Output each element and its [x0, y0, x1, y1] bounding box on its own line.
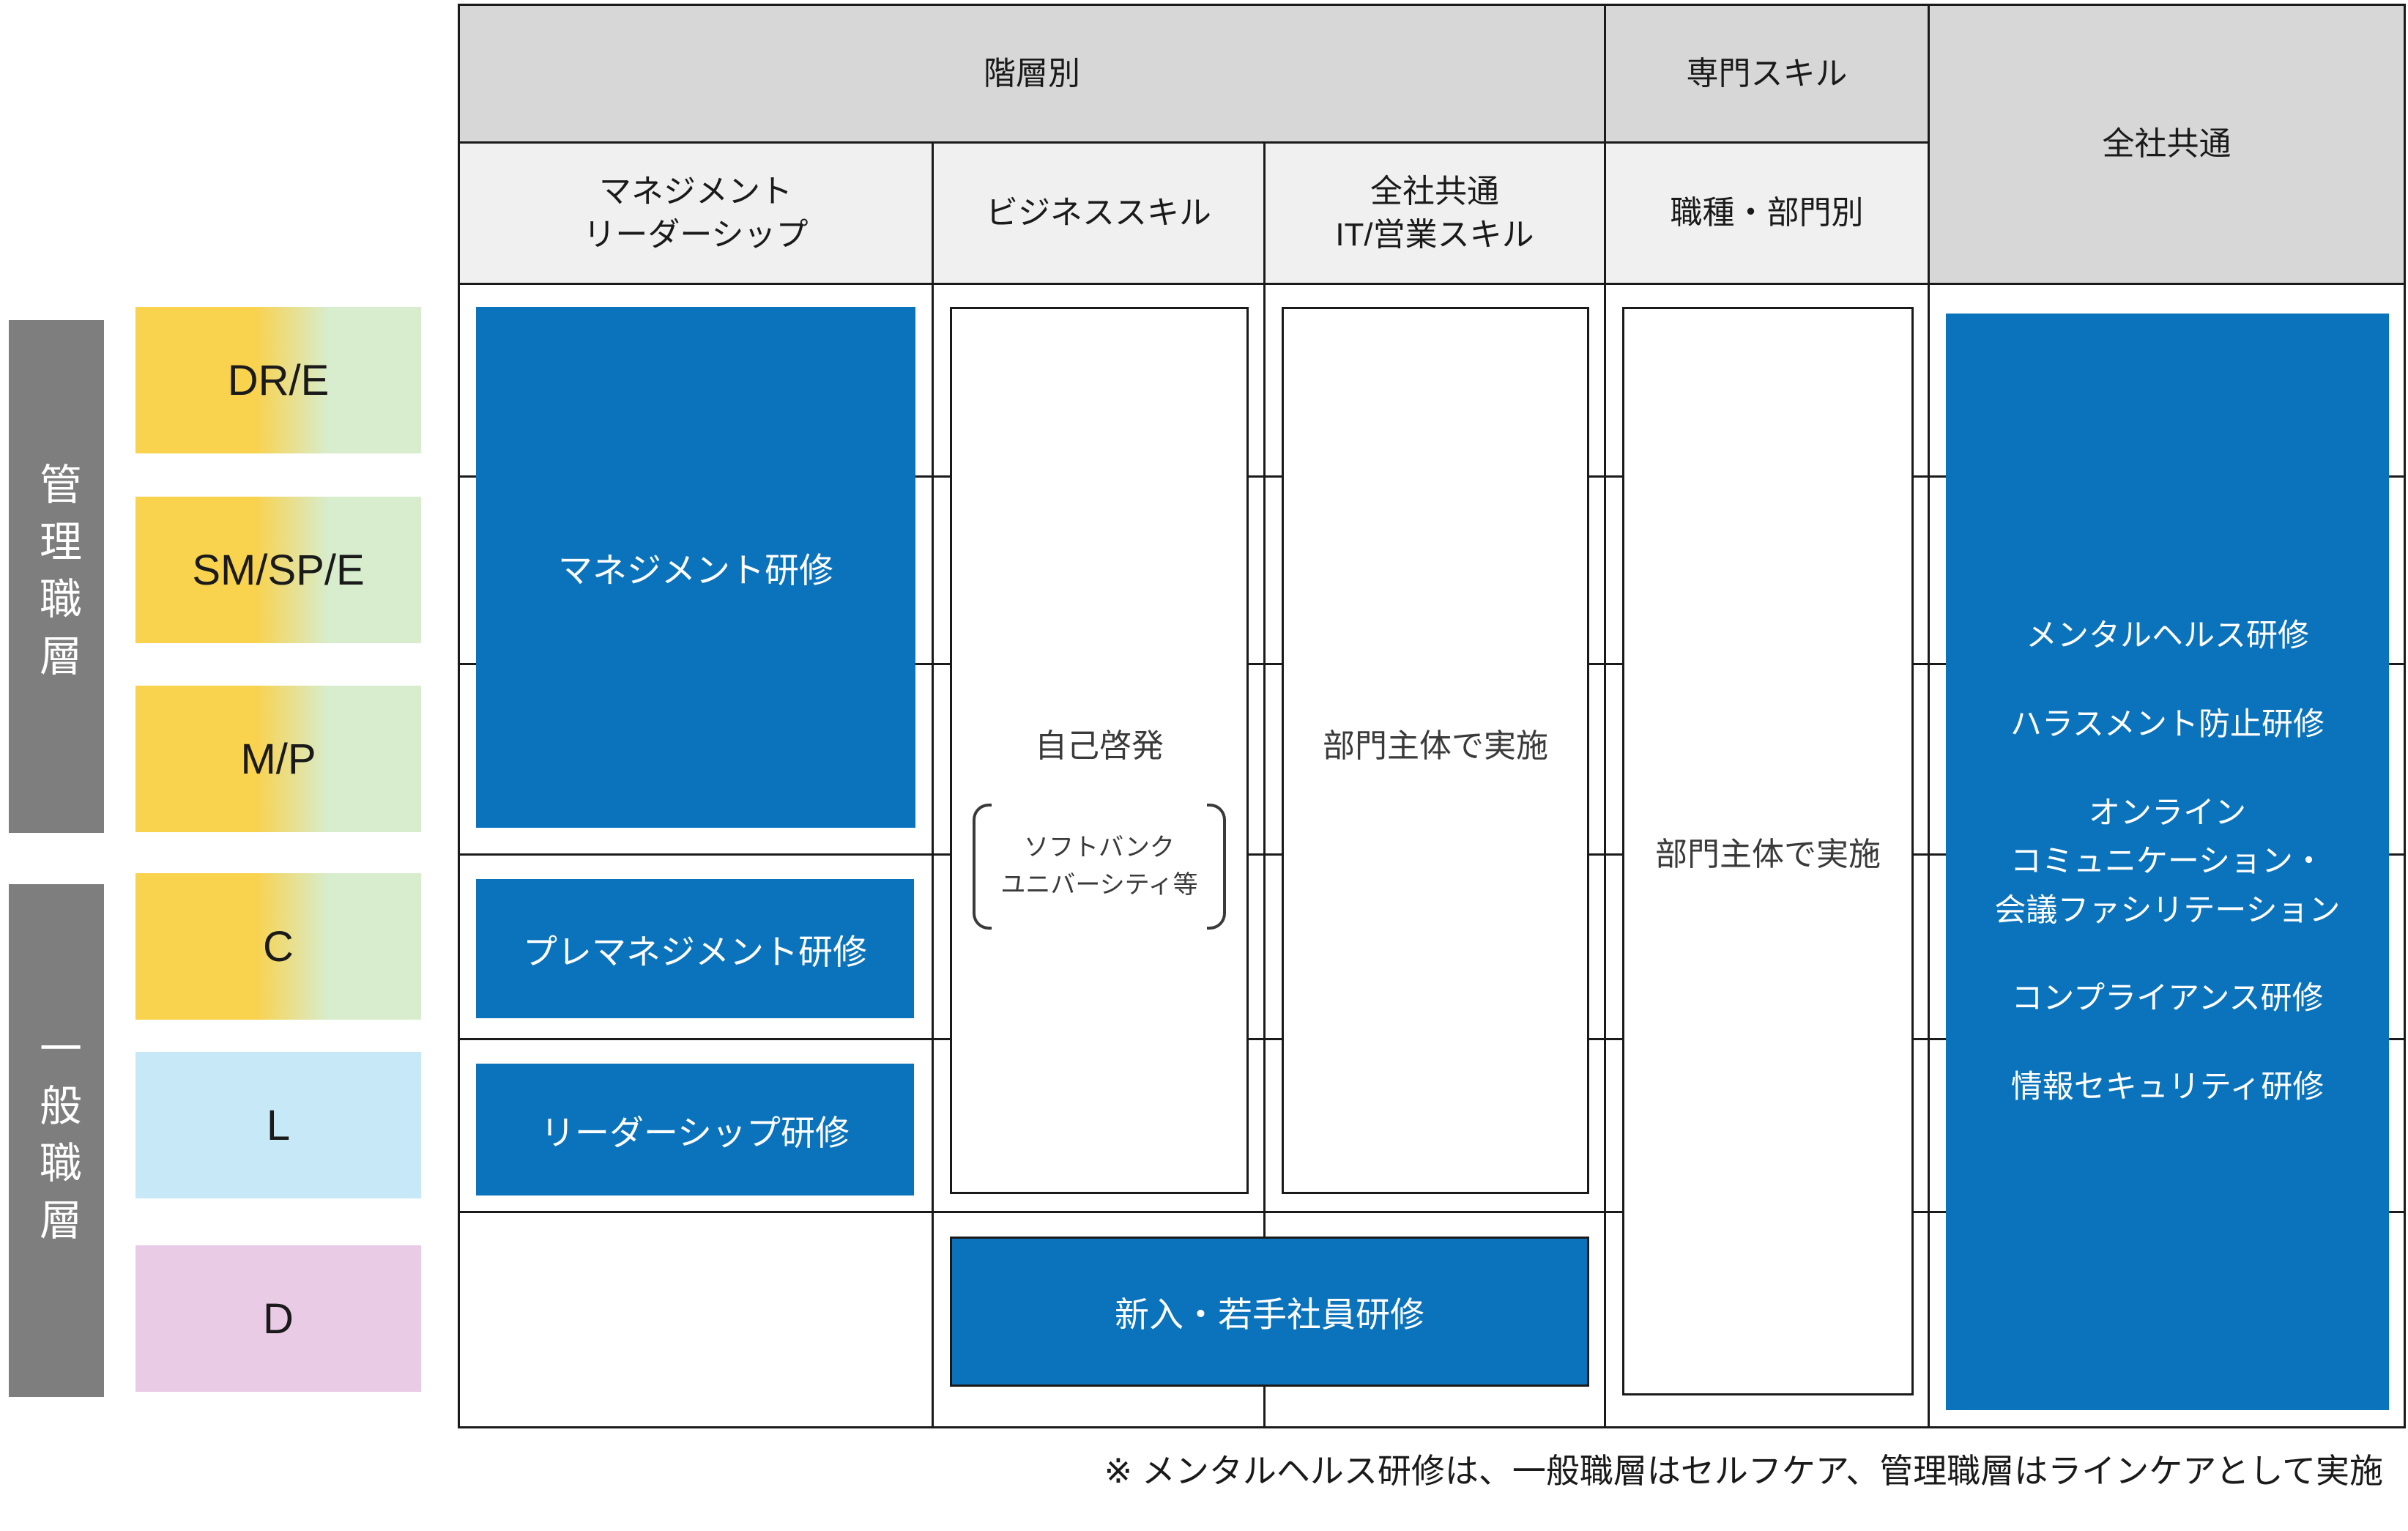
- companywide-item-info-security: 情報セキュリティ研修: [2010, 1070, 2325, 1105]
- companywide-item-online-communication: オンライン コミュニケーション・ 会議ファシリテーション: [1994, 795, 2341, 928]
- header-management-leadership: マネジメント リーダーシップ: [460, 144, 932, 283]
- new-young-employee-training-box: 新入・若手社員研修: [950, 1237, 1589, 1387]
- grade-chip-mp: M/P: [135, 686, 421, 832]
- management-training-box: マネジメント研修: [476, 307, 915, 828]
- companywide-training-box: メンタルヘルス研修 ハラスメント防止研修 オンライン コミュニケーション・ 会議…: [1946, 314, 2389, 1410]
- grade-chip-sm-sp-e: SM/SP/E: [135, 497, 421, 643]
- tier-bar-management: 管理職層: [9, 320, 104, 833]
- leadership-training-box: リーダーシップ研修: [476, 1064, 914, 1195]
- dept-led-job-label: 部門主体で実施: [1655, 837, 1881, 872]
- companywide-item-mental-health: メンタルヘルス研修: [2026, 618, 2309, 654]
- grade-chip-d: D: [135, 1245, 421, 1392]
- header-job-department: 職種・部門別: [1606, 144, 1928, 283]
- grade-chip-dre: DR/E: [135, 307, 421, 453]
- bracket-right: [1207, 804, 1226, 930]
- header-business-skill: ビジネススキル: [934, 144, 1263, 283]
- grade-chip-l: L: [135, 1052, 421, 1198]
- header-by-tier: 階層別: [460, 6, 1604, 141]
- companywide-item-harassment: ハラスメント防止研修: [2010, 706, 2325, 742]
- header-it-sales-skill: 全社共通 IT/営業スキル: [1266, 144, 1604, 283]
- dept-led-it-sales-label: 部門主体で実施: [1323, 728, 1548, 764]
- grade-chip-c: C: [135, 873, 421, 1020]
- dept-led-it-sales-box: 部門主体で実施: [1282, 307, 1589, 1194]
- pre-management-training-box: プレマネジメント研修: [476, 879, 914, 1018]
- self-development-label: 自己啓発: [1035, 728, 1164, 764]
- dept-led-job-box: 部門主体で実施: [1622, 307, 1914, 1395]
- softbank-university-text: ソフトバンク ユニバーシティ等: [1000, 834, 1198, 899]
- header-specialized-skill: 専門スキル: [1606, 6, 1928, 141]
- header-companywide: 全社共通: [1930, 6, 2404, 283]
- mental-health-footnote: ※ メンタルヘルス研修は、一般職層はセルフケア、管理職層はラインケアとして実施: [1104, 1452, 2383, 1490]
- bracket-left: [973, 804, 992, 930]
- self-development-box: 自己啓発 ソフトバンク ユニバーシティ等: [950, 307, 1249, 1194]
- softbank-university-note: ソフトバンク ユニバーシティ等: [973, 804, 1226, 930]
- grid-cell: [460, 1213, 932, 1426]
- companywide-item-compliance: コンプライアンス研修: [2011, 981, 2324, 1017]
- tier-bar-general: 一般職層: [9, 884, 104, 1397]
